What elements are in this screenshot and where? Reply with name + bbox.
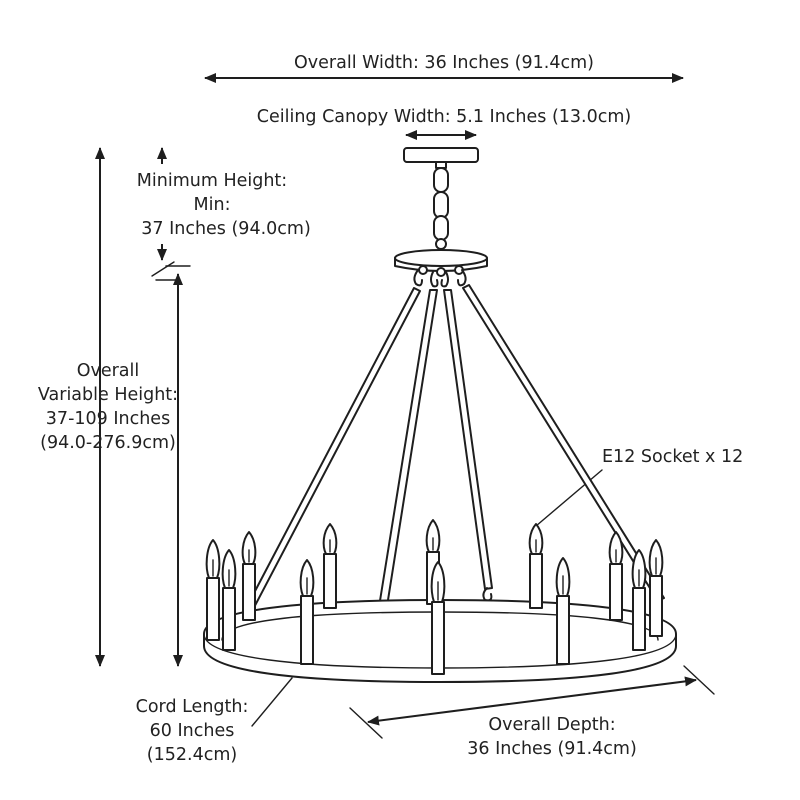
- support-rods: [231, 284, 665, 639]
- candle-sockets: [205, 519, 664, 675]
- candle-socket: [221, 549, 237, 651]
- socket-callout-line: [535, 469, 603, 527]
- candle-socket: [631, 549, 647, 651]
- candle-socket: [241, 531, 257, 621]
- overall-depth-line2: 36 Inches (91.4cm): [467, 739, 637, 759]
- candle-socket: [205, 539, 221, 641]
- candle-socket: [648, 539, 664, 637]
- minimum-height-label-line3: 37 Inches (94.0cm): [141, 219, 311, 239]
- overall-height-label-line3: 37-109 Inches: [46, 409, 170, 429]
- cord-length-line2: 60 Inches: [150, 721, 235, 741]
- cord-length-line3: (152.4cm): [147, 745, 237, 765]
- candle-socket: [555, 557, 571, 665]
- canopy-width-label: Ceiling Canopy Width: 5.1 Inches (13.0cm…: [257, 107, 632, 127]
- overall-height-label-line2: Variable Height:: [38, 385, 178, 405]
- cord-callout-line: [251, 677, 293, 727]
- overall-depth-dimension: [349, 665, 715, 739]
- ceiling-canopy: [403, 147, 479, 169]
- center-hub: [394, 249, 488, 277]
- candle-socket: [299, 559, 315, 665]
- overall-height-label-line4: (94.0-276.9cm): [40, 433, 176, 453]
- minimum-height-dimension: [151, 147, 191, 667]
- minimum-height-label-line2: Min:: [194, 195, 231, 215]
- hub-hooks: [413, 269, 467, 288]
- chain: [433, 167, 449, 250]
- cord-length-line1: Cord Length:: [136, 697, 249, 717]
- socket-label: E12 Socket x 12: [602, 447, 743, 467]
- overall-depth-line1: Overall Depth:: [488, 715, 615, 735]
- overall-height-label-line1: Overall: [77, 361, 140, 381]
- candle-socket: [608, 531, 624, 621]
- overall-width-label: Overall Width: 36 Inches (91.4cm): [294, 53, 594, 73]
- minimum-height-label-line1: Minimum Height:: [137, 171, 287, 191]
- candle-socket: [322, 523, 338, 609]
- candle-socket: [430, 561, 446, 675]
- candle-socket: [528, 523, 544, 609]
